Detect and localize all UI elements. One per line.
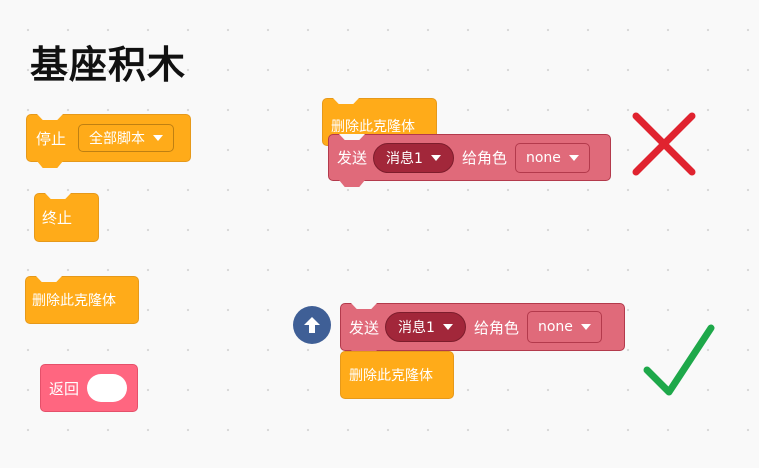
wrong-message-dropdown[interactable]: 消息1 <box>373 142 454 173</box>
right-delete-clone-label: 删除此克隆体 <box>349 368 433 384</box>
move-up-button[interactable] <box>293 306 331 344</box>
wrong-send-label: 发送 <box>337 149 368 167</box>
end-label: 终止 <box>42 209 73 227</box>
return-block[interactable]: 返回 <box>40 364 138 412</box>
caret-down-icon <box>430 154 441 161</box>
right-send-block[interactable]: 发送 消息1 给角色 none <box>340 303 625 351</box>
wrong-send-block[interactable]: 发送 消息1 给角色 none <box>328 134 611 181</box>
caret-down-icon <box>580 324 591 330</box>
end-block[interactable]: 终止 <box>34 193 99 242</box>
wrong-delete-clone-label: 删除此克隆体 <box>331 119 415 135</box>
caret-down-icon <box>568 154 579 161</box>
wrong-target-dropdown[interactable]: none <box>514 142 590 173</box>
right-send-label: 发送 <box>349 318 380 337</box>
return-label: 返回 <box>49 379 80 398</box>
up-arrow-icon <box>304 317 320 333</box>
stop-scope-value: 全部脚本 <box>89 131 146 147</box>
delete-clone-label: 删除此克隆体 <box>32 293 116 309</box>
check-mark-icon <box>643 324 715 396</box>
right-message-value: 消息1 <box>398 320 435 336</box>
right-target-dropdown[interactable]: none <box>526 311 602 343</box>
page-title: 基座积木 <box>30 43 187 87</box>
stop-scope-dropdown[interactable]: 全部脚本 <box>78 124 175 152</box>
right-to-role-label: 给角色 <box>473 318 519 337</box>
wrong-message-value: 消息1 <box>386 150 423 167</box>
stop-label: 停止 <box>36 129 67 148</box>
cross-mark-icon <box>632 112 696 176</box>
caret-down-icon <box>442 324 453 330</box>
stop-block[interactable]: 停止 全部脚本 <box>26 114 191 162</box>
return-value-slot[interactable] <box>87 374 128 402</box>
right-message-dropdown[interactable]: 消息1 <box>385 312 466 342</box>
wrong-to-role-label: 给角色 <box>461 149 507 167</box>
right-delete-clone-block[interactable]: 删除此克隆体 <box>340 351 454 399</box>
caret-down-icon <box>153 135 164 141</box>
wrong-target-value: none <box>525 149 561 166</box>
delete-clone-block[interactable]: 删除此克隆体 <box>25 276 139 324</box>
right-target-value: none <box>537 319 573 335</box>
